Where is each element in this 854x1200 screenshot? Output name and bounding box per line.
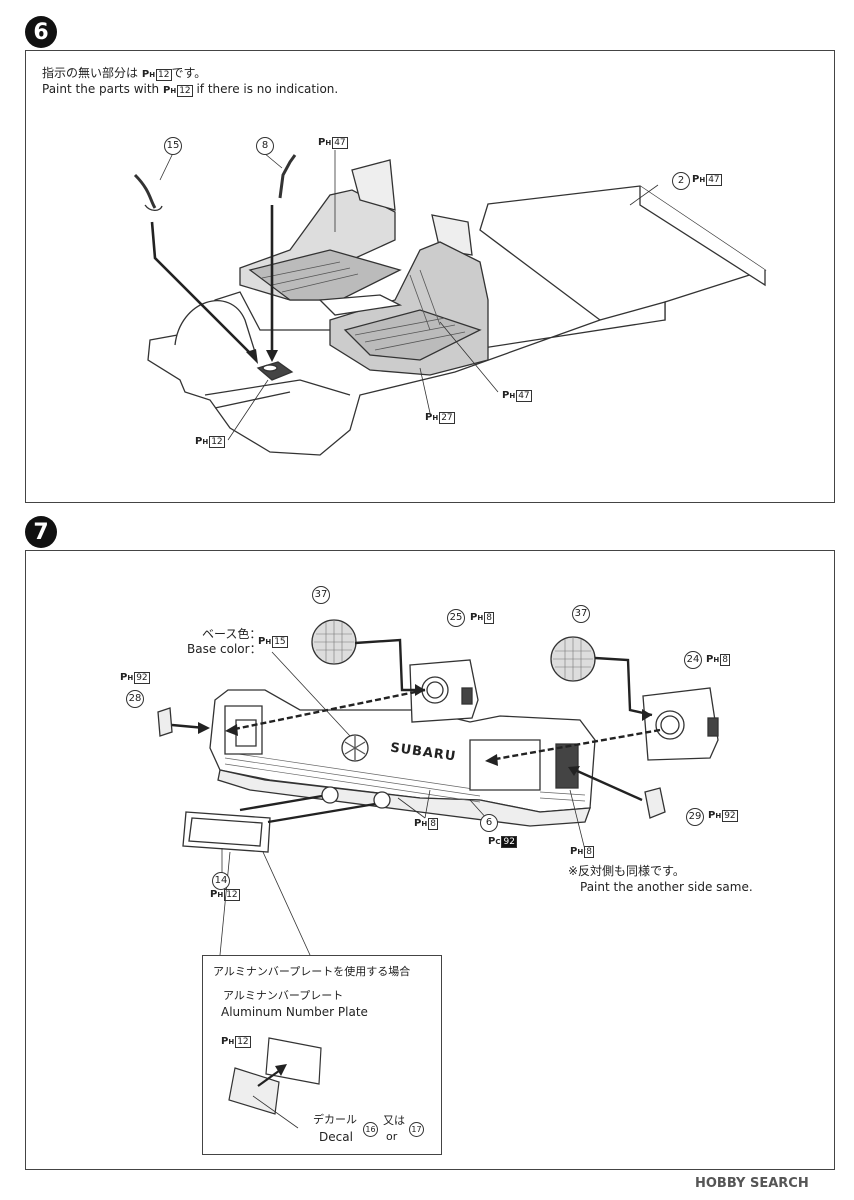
note-en-tail: if there is no indication.	[196, 82, 339, 96]
arrow-37-right	[594, 656, 653, 717]
note-jp-text: 指示の無い部分は	[42, 66, 139, 80]
paint-number: 47	[706, 174, 722, 186]
bench-cushion	[343, 309, 482, 361]
base-color-en: Base color：	[187, 642, 262, 656]
note-en-text: Paint the parts with	[42, 82, 160, 96]
paint-number: 47	[332, 137, 348, 149]
part-8-lever	[278, 154, 297, 199]
arrow-15	[150, 221, 253, 356]
arrow-37-left	[354, 638, 425, 692]
part-25-number: 25	[447, 609, 465, 627]
other-side-note-jp: ※反対側も同様です。	[568, 864, 685, 878]
part-15-number: 15	[164, 137, 182, 155]
arrow-plate-top	[239, 794, 323, 812]
part-24-number: 24	[684, 651, 702, 669]
paint-number: 47	[516, 390, 532, 402]
side-marker-29	[644, 787, 666, 819]
aluminum-plate	[265, 1037, 322, 1085]
aluminum-plate-callout: アルミナンバープレートを使用する場合 アルミナンバープレート Aluminum …	[202, 955, 442, 1155]
arrow-25	[229, 688, 426, 732]
paint-number: 12	[156, 69, 172, 81]
or-label-jp: 又は	[383, 1114, 405, 1127]
plate-label-en: Aluminum Number Plate	[221, 1005, 368, 1019]
step-7-number: 7	[33, 519, 49, 545]
decal-17-number: 17	[409, 1122, 424, 1137]
paint-number: 92	[501, 836, 517, 848]
arrow-plate-bottom	[267, 802, 376, 824]
side-marker-28	[157, 707, 173, 737]
paint-number: 8	[584, 846, 594, 858]
part-37-right-number: 37	[572, 605, 590, 623]
paint-number: 92	[722, 810, 738, 822]
plate-label-jp: アルミナンバープレート	[223, 989, 344, 1002]
note-jp-tail: です。	[171, 66, 207, 80]
part-15-lever	[133, 173, 157, 209]
decal-label-en: Decal	[319, 1130, 353, 1144]
part-37-left-number: 37	[312, 586, 330, 604]
callout-title: アルミナンバープレートを使用する場合	[213, 965, 411, 978]
callout-illustration	[228, 1037, 322, 1129]
headrest-left	[351, 159, 396, 211]
paint-number: 27	[439, 412, 455, 424]
other-side-note-en: Paint the another side same.	[580, 880, 753, 894]
paint-number: 8	[720, 654, 730, 666]
arrow-29	[574, 768, 643, 802]
paint-number: 12	[177, 85, 193, 97]
watermark: HOBBY SEARCH	[695, 1176, 809, 1191]
base-color-jp: ベース色：	[202, 627, 262, 641]
paint-number: 8	[484, 612, 494, 624]
arrow-24	[489, 728, 661, 762]
paint-number: 12	[224, 889, 240, 901]
part-29-number: 29	[686, 808, 704, 826]
part-14-number: 14	[212, 872, 230, 890]
part-6-number: 6	[480, 814, 498, 832]
paint-number: 15	[272, 636, 288, 648]
decal-16-number: 16	[363, 1122, 378, 1137]
step-7-badge: 7	[25, 516, 57, 548]
seat-cushion	[248, 249, 402, 301]
part-8-number: 8	[256, 137, 274, 155]
or-label-en: or	[386, 1130, 398, 1143]
paint-number: 92	[134, 672, 150, 684]
step-6-badge: 6	[25, 16, 57, 48]
paint-number: 8	[428, 818, 438, 830]
part-2-number: 2	[672, 172, 690, 190]
paint-number: 12	[235, 1036, 251, 1048]
paint-number: 12	[209, 436, 225, 448]
step-6-number: 6	[33, 19, 49, 45]
decal-label-jp: デカール	[313, 1113, 357, 1126]
part-28-number: 28	[126, 690, 144, 708]
